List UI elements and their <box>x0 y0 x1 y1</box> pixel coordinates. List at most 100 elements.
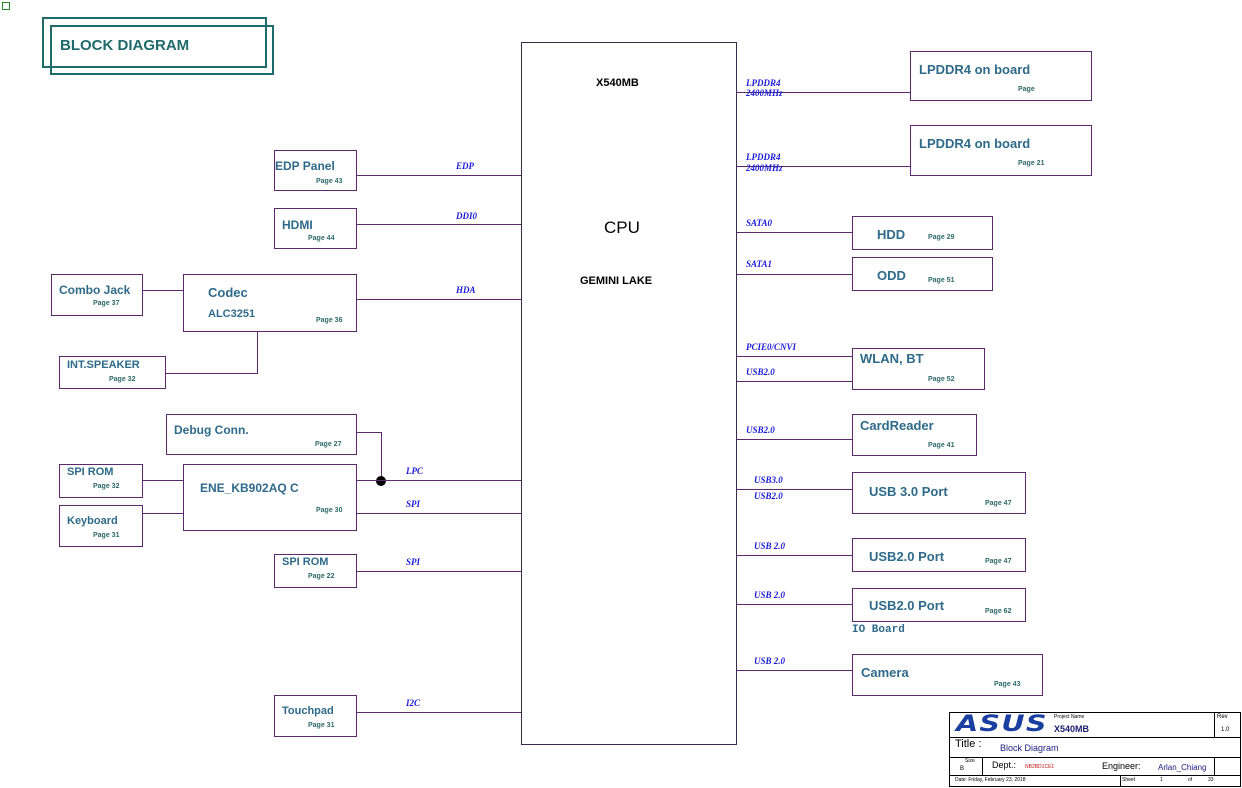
keyboard-label: Keyboard <box>67 515 118 527</box>
spi-rom-small-label: SPI ROM <box>67 466 114 478</box>
usb2a-label: USB2.0 Port <box>869 549 945 564</box>
usb2a-wire <box>737 555 852 556</box>
codec-sub: ALC3251 <box>208 308 256 320</box>
lpddr4-b-box: LPDDR4 on board Page 21 <box>910 125 1092 176</box>
corner-marker <box>2 2 10 10</box>
lpddr4-a-label: LPDDR4 on board <box>919 62 1031 77</box>
project-name: X540MB <box>1054 724 1090 734</box>
tb-line-v3 <box>1214 757 1215 775</box>
ec-page: Page 30 <box>316 507 343 514</box>
lpddr4-a-wire <box>737 92 910 93</box>
title-badge-text: BLOCK DIAGRAM <box>60 37 190 54</box>
tb-line-2 <box>950 757 1240 758</box>
edp-wire <box>357 175 521 176</box>
codec-label: Codec <box>208 285 248 300</box>
keyboard-page: Page 31 <box>93 532 120 539</box>
debug-wire-v <box>381 432 382 481</box>
keyboard-box: Keyboard Page 31 <box>59 505 143 547</box>
card-page: Page 41 <box>928 442 955 449</box>
wlan-page: Page 52 <box>928 376 955 383</box>
lpddr4-b-label: LPDDR4 on board <box>919 136 1031 151</box>
speaker-wire-h <box>166 373 258 374</box>
usb2a-box: USB2.0 Port Page 47 <box>852 538 1026 572</box>
spi-rom-label: SPI ROM <box>282 556 329 568</box>
edp-label: EDP Panel <box>275 159 335 173</box>
lpddr4-a-page: Page <box>1018 86 1035 93</box>
card-wire <box>737 439 852 440</box>
codec-page: Page 36 <box>316 317 343 324</box>
touchpad-signal: I2C <box>406 698 421 708</box>
hdd-wire <box>737 232 852 233</box>
rev-value: 1.0 <box>1221 727 1230 733</box>
cpu-name: CPU <box>604 218 640 237</box>
usb3-box: USB 3.0 Port Page 47 <box>852 472 1026 514</box>
card-box: CardReader Page 41 <box>852 414 977 456</box>
camera-page: Page 43 <box>994 681 1021 688</box>
wlan-label: WLAN, BT <box>860 351 924 366</box>
camera-label: Camera <box>861 665 909 680</box>
lpddr4-b-signal2: 2400MHz <box>746 163 783 173</box>
spi-rom-small-page: Page 32 <box>93 483 120 490</box>
debug-wire-h <box>357 432 381 433</box>
camera-box: Camera Page 43 <box>852 654 1043 696</box>
dept-label: Dept.: <box>992 760 1017 770</box>
tb-line-1 <box>950 737 1240 738</box>
usb3-page: Page 47 <box>985 500 1012 507</box>
touchpad-box: Touchpad Page 31 <box>274 695 357 737</box>
touchpad-page: Page 31 <box>308 722 335 729</box>
ec-spi-wire <box>357 513 521 514</box>
hdmi-box: HDMI Page 44 <box>274 208 357 249</box>
tb-line-v2 <box>982 757 983 775</box>
touchpad-label: Touchpad <box>282 705 334 717</box>
wlan-signal2: USB2.0 <box>746 367 775 377</box>
asus-logo: ASUS <box>956 712 1048 737</box>
hdd-box: HDD Page 29 <box>852 216 993 250</box>
codec-signal: HDA <box>456 285 476 295</box>
odd-label: ODD <box>877 268 906 283</box>
ec-spi-signal: SPI <box>406 499 421 509</box>
lpddr4-a-signal2: 2400MHz <box>746 88 783 98</box>
lpc-wire <box>357 480 521 481</box>
wlan-box: WLAN, BT Page 52 <box>852 348 985 390</box>
combo-jack-box: Combo Jack Page 37 <box>51 274 143 316</box>
usb3-signal2: USB2.0 <box>754 491 783 501</box>
tb-line-3 <box>950 775 1240 776</box>
dept-value: NB2BD1CE1 <box>1025 764 1055 770</box>
debug-label: Debug Conn. <box>174 423 249 437</box>
combo-jack-label: Combo Jack <box>59 283 131 297</box>
usb2b-box: USB2.0 Port Page 62 <box>852 588 1026 622</box>
odd-page: Page 51 <box>928 277 955 284</box>
hdd-label: HDD <box>877 227 906 242</box>
engineer-label: Engineer: <box>1102 761 1141 771</box>
usb2b-page: Page 62 <box>985 608 1012 615</box>
edp-panel-box: EDP Panel Page 43 <box>274 150 357 191</box>
lpddr4-b-wire <box>737 166 910 167</box>
sheet-label: Sheet <box>1122 777 1136 783</box>
codec-box: Codec ALC3251 Page 36 <box>183 274 357 332</box>
lpddr4-a-signal1: LPDDR4 <box>746 78 781 88</box>
combo-jack-page: Page 37 <box>93 300 120 307</box>
edp-signal: EDP <box>456 161 474 171</box>
debug-page: Page 27 <box>315 441 342 448</box>
usb2a-page: Page 47 <box>985 558 1012 565</box>
usb3-label: USB 3.0 Port <box>869 484 948 499</box>
spi-rom-signal: SPI <box>406 557 421 567</box>
keyboard-wire <box>143 513 183 514</box>
date-value: Date: Friday, February 23, 2018 <box>955 777 1026 783</box>
odd-box: ODD Page 51 <box>852 257 993 291</box>
usb2b-label: USB2.0 Port <box>869 598 945 613</box>
wlan-wire-1 <box>737 356 852 357</box>
usb3-wire <box>737 489 852 490</box>
hdmi-wire <box>357 224 521 225</box>
cpu-block: X540MB CPU GEMINI LAKE <box>521 42 737 745</box>
lpddr4-b-signal1: LPDDR4 <box>746 152 781 162</box>
lpddr4-b-page: Page 21 <box>1018 160 1045 167</box>
usb3-signal1: USB3.0 <box>754 475 783 485</box>
io-board-label: IO Board <box>852 624 905 636</box>
hdmi-signal: DDI0 <box>456 211 478 221</box>
odd-wire <box>737 274 852 275</box>
spi-rom-wire <box>357 571 521 572</box>
speaker-box: INT.SPEAKER Page 32 <box>59 356 166 389</box>
wlan-wire-2 <box>737 381 852 382</box>
spi-rom-small-wire <box>143 480 183 481</box>
